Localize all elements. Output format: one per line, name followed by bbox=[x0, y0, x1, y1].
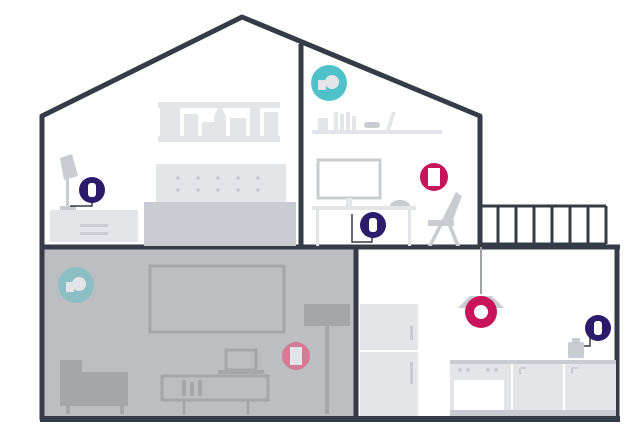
skyline-picture bbox=[158, 102, 280, 142]
camera-icon bbox=[325, 75, 339, 89]
light-device-kitchen[interactable] bbox=[465, 296, 497, 328]
shelf bbox=[312, 130, 442, 134]
sensor-device-living[interactable] bbox=[282, 342, 310, 370]
armchair bbox=[60, 360, 128, 414]
plug-icon bbox=[594, 321, 602, 335]
oven bbox=[454, 380, 504, 410]
plug-device-bedroom[interactable] bbox=[79, 177, 105, 203]
counter-top bbox=[450, 360, 616, 364]
bedroom bbox=[50, 102, 296, 246]
plug-icon bbox=[369, 218, 377, 232]
office bbox=[311, 65, 462, 246]
balcony-railing bbox=[480, 204, 608, 246]
floor-lamp bbox=[304, 304, 350, 414]
fridge bbox=[360, 304, 418, 416]
headboard bbox=[156, 164, 286, 206]
house-outline bbox=[39, 14, 620, 420]
plug-icon bbox=[88, 183, 96, 197]
plug-device-office[interactable] bbox=[360, 212, 386, 238]
kettle bbox=[568, 342, 584, 358]
sensor-icon bbox=[428, 168, 440, 186]
camera-device-office[interactable] bbox=[311, 65, 347, 101]
books bbox=[182, 380, 202, 396]
plug-device-kitchen[interactable] bbox=[585, 315, 611, 341]
sensor-device-office[interactable] bbox=[420, 163, 448, 191]
living-room bbox=[44, 248, 356, 416]
camera-device-living[interactable] bbox=[58, 267, 94, 303]
kitchen bbox=[360, 247, 616, 416]
table-lamp bbox=[60, 154, 78, 210]
office-chair bbox=[428, 192, 462, 246]
sensor-icon bbox=[290, 347, 302, 365]
monitor bbox=[316, 158, 382, 200]
shelf-items bbox=[318, 112, 396, 130]
ground-line bbox=[40, 416, 620, 422]
desk bbox=[312, 206, 416, 210]
coffee-table bbox=[160, 374, 270, 414]
tv bbox=[148, 264, 286, 334]
bulb-icon bbox=[474, 305, 488, 319]
bed bbox=[144, 202, 296, 246]
camera-icon bbox=[72, 277, 86, 291]
